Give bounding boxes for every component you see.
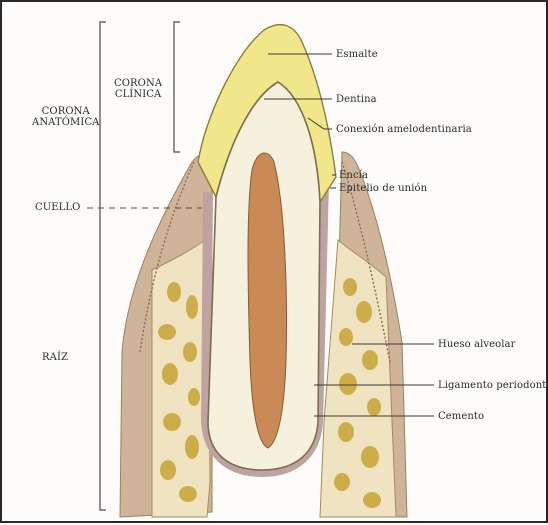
alveolar-bone-left (152, 238, 210, 517)
label-ligamento: Ligamento periodontal (438, 380, 548, 391)
label-hueso: Hueso alveolar (438, 339, 516, 350)
label-conexion: Conexión amelodentinaria (336, 124, 472, 135)
bracket-corona-anatomica (100, 22, 106, 510)
label-dentina: Dentina (336, 94, 377, 105)
label-cemento: Cemento (438, 411, 484, 422)
bracket-corona-clinica (174, 22, 180, 152)
label-corona-anatomica: CORONA ANATÓMICA (32, 106, 99, 128)
label-encia: Encía (339, 170, 368, 181)
label-cuello: CUELLO (35, 202, 80, 213)
label-corona-anatomica-line2: ANATÓMICA (32, 117, 99, 128)
label-corona-clinica-line1: CORONA (114, 78, 162, 89)
label-corona-clinica: CORONA CLÍNICA (114, 78, 162, 100)
label-corona-clinica-line2: CLÍNICA (114, 89, 162, 100)
label-esmalte: Esmalte (336, 49, 378, 60)
alveolar-bone-right (320, 240, 396, 517)
label-raiz: RAÍZ (42, 352, 68, 363)
label-corona-anatomica-line1: CORONA (32, 106, 99, 117)
label-epitelio: Epitelio de unión (339, 183, 427, 194)
